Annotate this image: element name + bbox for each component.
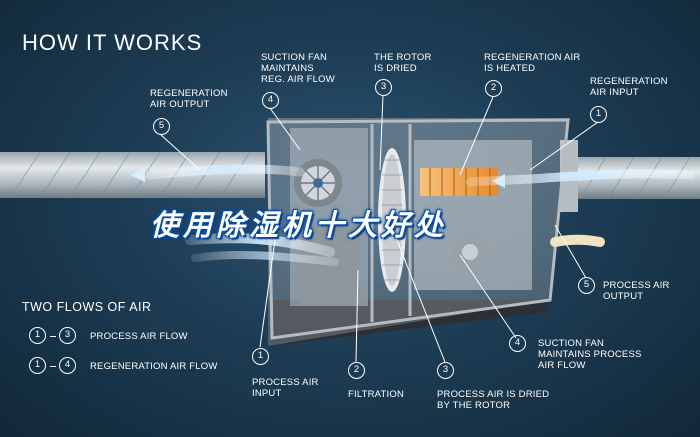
process-air-flow (185, 233, 605, 266)
legend-to-number: 4 (59, 357, 76, 374)
callout-number: 3 (375, 79, 392, 96)
cabinet (266, 118, 570, 340)
callout-label: THE ROTOR IS DRIED (374, 52, 432, 74)
callout-label: REGENERATION AIR IS HEATED (484, 52, 581, 74)
rotor (378, 148, 406, 292)
legend-to-number: 3 (59, 327, 76, 344)
callout-number: 1 (252, 348, 269, 365)
legend-process-air-flow: PROCESS AIR FLOW (90, 331, 188, 342)
callout-number: 5 (578, 277, 595, 294)
callout-label: REGENERATION AIR OUTPUT (150, 88, 228, 110)
callout-label: FILTRATION (348, 389, 405, 400)
callout-label: PROCESS AIR IS DRIED BY THE ROTOR (437, 389, 550, 411)
regeneration-air-flow (130, 164, 695, 188)
callout-label: SUCTION FAN MAINTAINS REG. AIR FLOW (261, 52, 335, 85)
legend-from-number: 1 (29, 327, 46, 344)
callout-number: 1 (590, 106, 607, 123)
legend-from-number: 1 (29, 357, 46, 374)
banner-title: 使用除湿机十大好处 (150, 208, 448, 242)
callout-number: 2 (348, 362, 365, 379)
leader-lines (160, 94, 599, 363)
callout-number: 2 (485, 80, 502, 97)
callout-number: 3 (437, 362, 454, 379)
callout-label: PROCESS AIR OUTPUT (603, 280, 670, 302)
callout-number: 4 (262, 92, 279, 109)
callout-label: REGENERATION AIR INPUT (590, 76, 668, 98)
callout-number: 5 (153, 118, 170, 135)
callout-label: PROCESS AIR INPUT (252, 377, 319, 399)
legend-title: TWO FLOWS OF AIR (22, 300, 152, 314)
legend-dash (50, 366, 56, 367)
callout-label: SUCTION FAN MAINTAINS PROCESS AIR FLOW (538, 338, 642, 371)
suction-fan (294, 159, 342, 207)
legend-regeneration-air-flow: REGENERATION AIR FLOW (90, 361, 218, 372)
legend-dash (50, 336, 56, 337)
page-title: HOW IT WORKS (22, 30, 203, 55)
callout-number: 4 (509, 335, 526, 352)
